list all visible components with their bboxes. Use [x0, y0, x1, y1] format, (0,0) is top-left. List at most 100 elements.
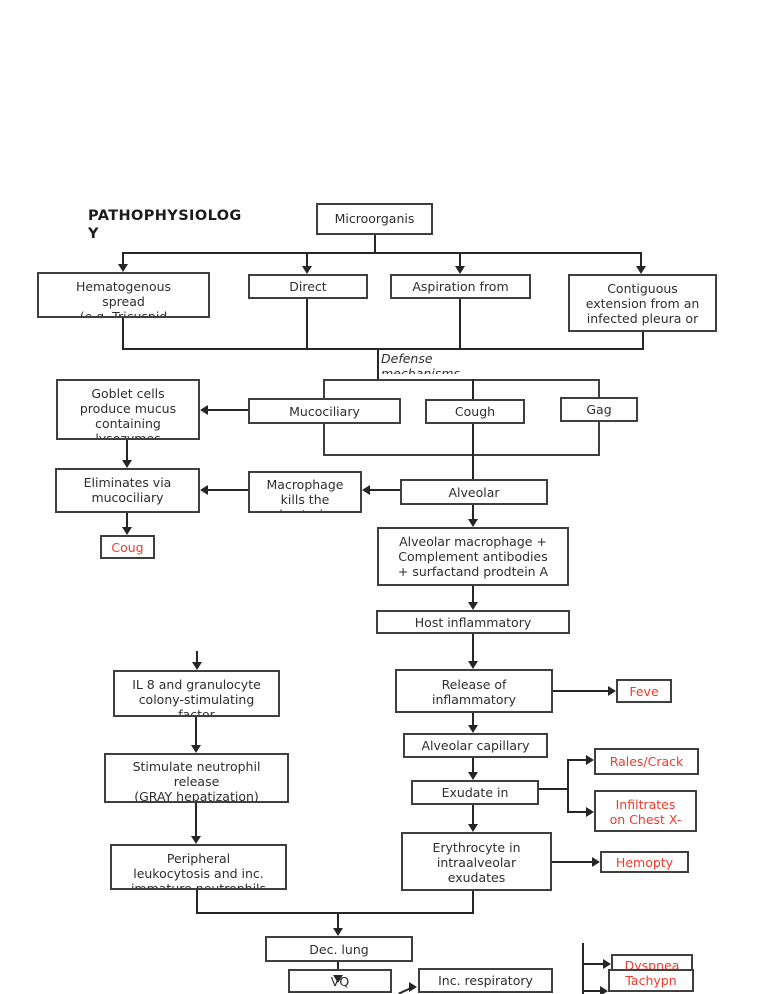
arrowhead-down-icon — [333, 975, 343, 983]
connector-line — [195, 803, 197, 837]
arrowhead-down-icon — [192, 662, 202, 670]
node-host-inflammatory: Host inflammatory — [376, 610, 570, 634]
node-contiguous-extension: Contiguous extension from an infected pl… — [568, 274, 717, 332]
arrowhead-right-icon — [409, 982, 417, 992]
arrowhead-right-icon — [586, 755, 594, 765]
connector-line — [472, 651, 474, 662]
arrowhead-right-icon — [586, 807, 594, 817]
connector-line — [472, 505, 474, 520]
arrowhead-down-icon — [468, 519, 478, 527]
arrowhead-down-icon — [636, 266, 646, 274]
defense-label: Defense mechanisms — [381, 351, 460, 374]
connector-line — [472, 713, 474, 726]
node-cough: Cough — [425, 399, 525, 424]
connector-line — [472, 805, 474, 825]
node-peripheral-leukocytosis: Peripheral leukocytosis and inc. immatur… — [110, 844, 287, 890]
node-rales-crackles: Rales/Crack — [594, 748, 699, 775]
connector-line — [567, 759, 569, 813]
node-goblet-cells: Goblet cells produce mucus containing ly… — [56, 379, 200, 440]
connector-line — [583, 963, 603, 965]
connector-line — [337, 913, 339, 929]
node-mucociliary: Mucociliary — [248, 398, 401, 424]
connector-line — [374, 235, 376, 253]
node-feve: Feve — [616, 679, 672, 703]
node-inc-respiratory: Inc. respiratory — [418, 968, 553, 993]
connector-line — [369, 489, 400, 491]
arrowhead-right-icon — [600, 986, 608, 994]
node-alveolar-capillary: Alveolar capillary — [403, 733, 548, 758]
connector-line — [472, 891, 474, 914]
connector-line — [582, 943, 584, 994]
connector-line — [472, 379, 474, 399]
arrowhead-right-icon — [608, 686, 616, 696]
connector-line — [472, 758, 474, 773]
node-alveolar-macrophage: Alveolar macrophage + Complement antibod… — [377, 527, 569, 586]
connector-line — [306, 253, 308, 267]
node-eliminates: Eliminates via mucociliary — [55, 468, 200, 513]
node-stimulate-neutrophil: Stimulate neutrophil release (GRAY hepat… — [104, 753, 289, 803]
node-tachypnea: Tachypn — [608, 969, 694, 992]
arrowhead-down-icon — [333, 928, 343, 936]
node-gag: Gag — [560, 397, 638, 422]
node-infiltrates-chest-xray: Infiltrates on Chest X- — [594, 790, 697, 832]
connector-line — [196, 651, 198, 663]
connector-line — [377, 348, 379, 379]
connector-line — [472, 586, 474, 603]
connector-line — [552, 861, 592, 863]
connector-line — [207, 489, 248, 491]
arrowhead-down-icon — [468, 824, 478, 832]
arrowhead-down-icon — [122, 527, 132, 535]
connector-line — [126, 513, 128, 528]
connector-line — [472, 423, 474, 479]
connector-line — [553, 690, 608, 692]
arrowhead-left-icon — [200, 405, 208, 415]
node-hemoptysis: Hemopty — [600, 851, 689, 873]
node-il8-granulocyte: IL 8 and granulocyte colony-stimulating … — [113, 670, 280, 717]
page-title: PATHOPHYSIOLOG Y — [88, 208, 242, 242]
connector-line — [568, 811, 586, 813]
connector-line — [583, 990, 600, 992]
connector-line — [568, 759, 586, 761]
connector-line — [459, 253, 461, 267]
arrowhead-down-icon — [468, 602, 478, 610]
connector-line — [640, 253, 642, 267]
node-aspiration: Aspiration from — [390, 274, 531, 299]
connector-line — [196, 912, 474, 914]
node-macrophage-kills: Macrophage kills the bacteria — [248, 471, 362, 513]
node-direct: Direct — [248, 274, 368, 299]
connector-line — [195, 717, 197, 746]
node-microorganism: Microorganis — [316, 203, 433, 235]
node-exudate: Exudate in — [411, 780, 539, 805]
arrowhead-down-icon — [191, 836, 201, 844]
connector-line — [539, 788, 569, 790]
connector-line — [122, 348, 644, 350]
arrowhead-down-icon — [191, 745, 201, 753]
arrowhead-down-icon — [302, 266, 312, 274]
arrowhead-down-icon — [455, 266, 465, 274]
arrowhead-right-icon — [603, 959, 611, 969]
node-alveolar: Alveolar — [400, 479, 548, 505]
arrowhead-left-icon — [362, 485, 370, 495]
arrowhead-right-icon — [592, 857, 600, 867]
node-dec-lung: Dec. lung — [265, 936, 413, 962]
connector-line — [459, 298, 461, 350]
arrowhead-down-icon — [468, 661, 478, 669]
node-hematogenous-spread: Hematogenous spread (e.g. Tricuspid — [37, 272, 210, 318]
connector-line — [122, 252, 642, 254]
node-release-inflammatory: Release of inflammatory — [395, 669, 553, 713]
arrowhead-down-icon — [468, 772, 478, 780]
connector-line — [122, 318, 124, 350]
connector-line — [122, 253, 124, 265]
node-vq: VQ — [288, 969, 392, 993]
arrowhead-down-icon — [468, 725, 478, 733]
arrowhead-down-icon — [122, 460, 132, 468]
connector-line — [207, 409, 248, 411]
connector-line — [642, 332, 644, 350]
connector-line — [126, 440, 128, 461]
connector-line — [306, 298, 308, 350]
connector-line — [337, 962, 339, 975]
node-erythrocyte-exudates: Erythrocyte in intraalveolar exudates — [401, 832, 552, 891]
arrowhead-down-icon — [118, 264, 128, 272]
connector-line — [196, 890, 198, 914]
